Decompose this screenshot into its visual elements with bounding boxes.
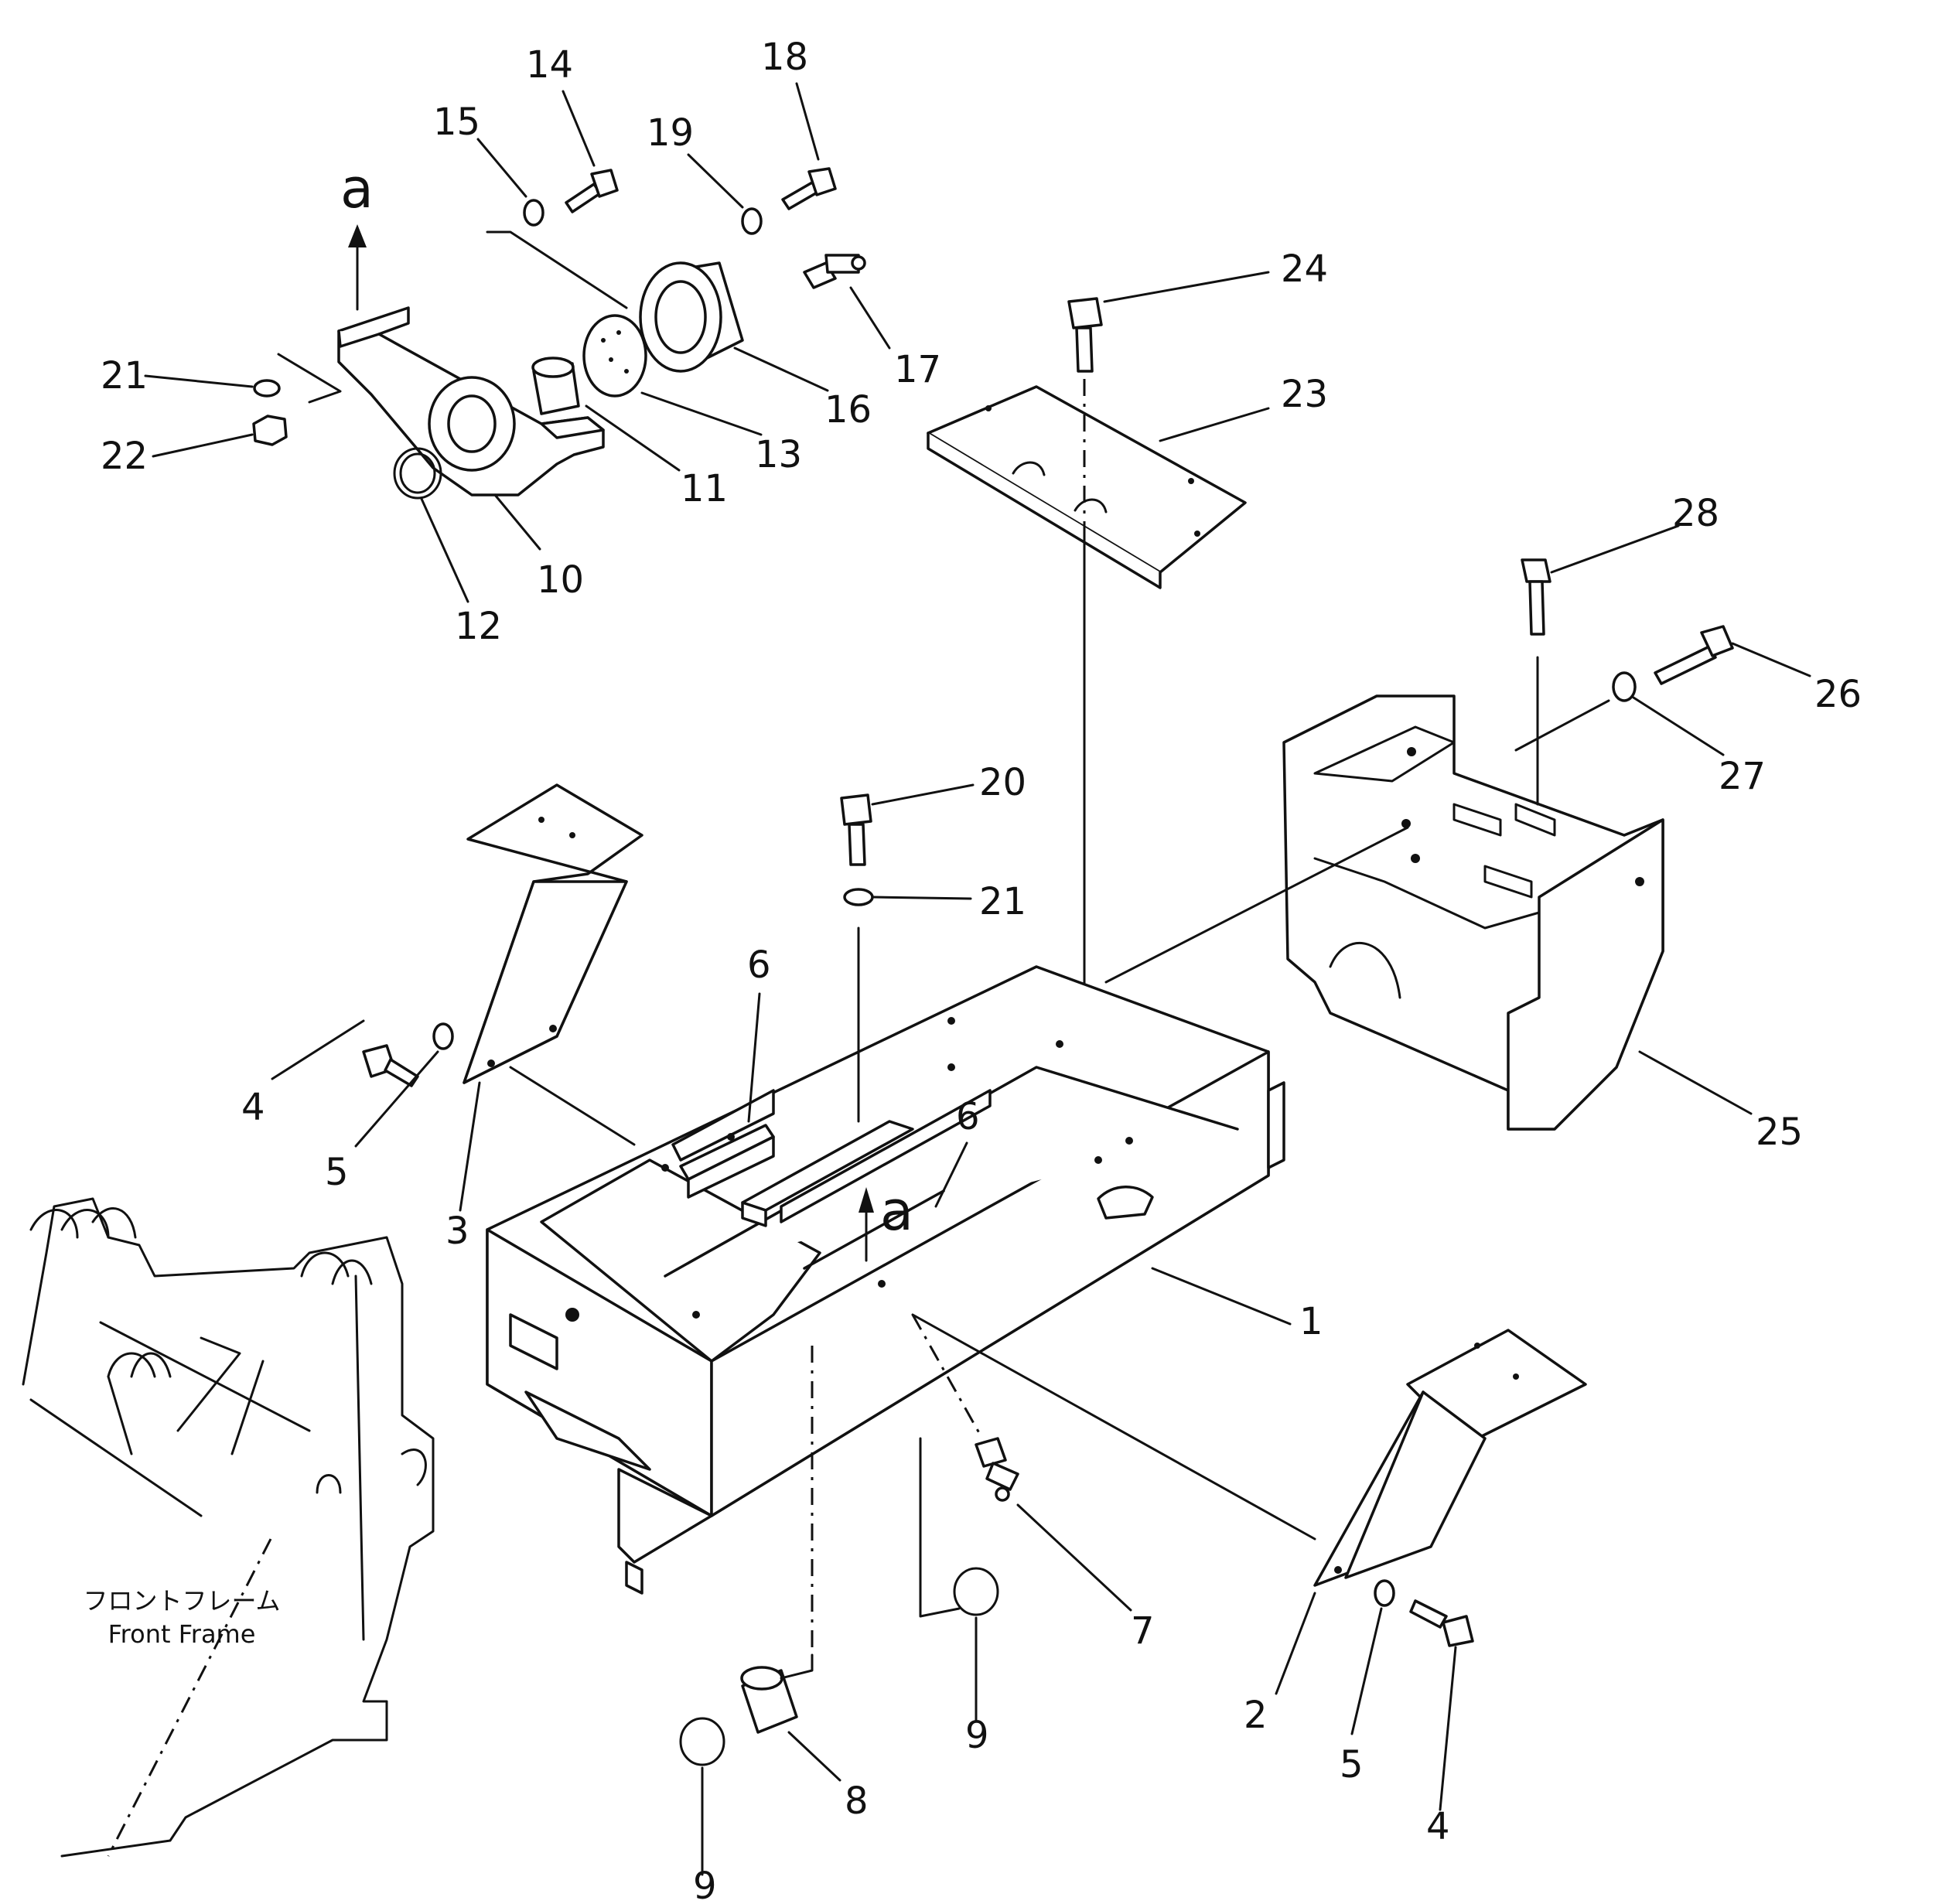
assembly-line-9 (919, 1437, 961, 1618)
part-7-grease-fitting (975, 1437, 1019, 1502)
callout-16: 16 (824, 388, 872, 432)
assembly-line-15 (486, 230, 628, 309)
part-4-bolt-left (362, 1044, 419, 1087)
callout-3: 3 (445, 1210, 469, 1253)
callout-27: 27 (1719, 755, 1766, 798)
part-27-washer (1612, 671, 1637, 702)
front-frame-label-en: Front Frame (108, 1619, 256, 1649)
callout-13: 13 (755, 433, 802, 476)
callout-28: 28 (1672, 492, 1719, 535)
part-19-washer (741, 207, 763, 235)
assembly-line-21 (277, 353, 342, 404)
part-1-rear-frame (486, 965, 1285, 1595)
part-18-bolt (781, 167, 837, 210)
part-15-washer (523, 199, 544, 227)
callout-22: 22 (101, 435, 148, 478)
front-frame (22, 1197, 435, 1858)
assembly-line-26 (1514, 699, 1610, 752)
callout-9-left: 9 (693, 1865, 717, 1904)
callout-5-left: 5 (325, 1151, 349, 1194)
part-11-bushing (531, 357, 580, 415)
view-ref-a-top: a (340, 157, 374, 220)
part-4-bolt-right (1409, 1599, 1474, 1647)
callout-6-upper: 6 (747, 943, 771, 987)
callout-21-top: 21 (101, 354, 148, 398)
part-10-bracket (337, 306, 605, 496)
front-frame-label-jp: フロントフレーム (83, 1586, 280, 1616)
part-21-washer-center (843, 888, 874, 906)
part-24-bolt (1067, 297, 1103, 373)
callout-4-left: 4 (241, 1086, 265, 1129)
part-6-bar-upper (679, 1124, 775, 1199)
part-26-bolt (1654, 625, 1734, 685)
callout-23: 23 (1281, 373, 1328, 416)
assembly-line-3 (509, 1066, 636, 1146)
assembly-line-25 (1104, 826, 1409, 984)
callout-12: 12 (455, 605, 502, 648)
part-14-bolt (565, 169, 619, 213)
part-8-bushing (740, 1666, 798, 1734)
callout-5-right: 5 (1340, 1743, 1364, 1786)
callout-15: 15 (433, 101, 480, 144)
ref-arrowhead-center (859, 1187, 874, 1213)
view-ref-a-center: a (880, 1179, 913, 1243)
callout-10: 10 (537, 558, 584, 602)
callout-24: 24 (1281, 247, 1328, 291)
callout-11: 11 (681, 467, 728, 510)
part-3-plate (463, 783, 643, 1084)
part-2-plate (1313, 1329, 1587, 1587)
assembly-line-2 (911, 1313, 1316, 1541)
callout-19: 19 (647, 111, 694, 155)
part-13-plate (582, 314, 647, 398)
leader-lines (144, 82, 1811, 1876)
callout-18: 18 (761, 36, 808, 79)
part-20-bolt (840, 793, 872, 866)
callout-6-lower: 6 (956, 1095, 980, 1138)
callout-21-center: 21 (979, 880, 1026, 923)
part-16-cap (639, 261, 744, 373)
part-23-cover-plate (927, 385, 1247, 589)
callout-17: 17 (894, 348, 941, 391)
callout-26: 26 (1814, 673, 1862, 716)
part-21-washer-top (253, 379, 281, 398)
callout-4-right: 4 (1426, 1805, 1450, 1848)
callout-25: 25 (1756, 1111, 1803, 1154)
part-12-ring (393, 447, 442, 500)
callout-14: 14 (526, 43, 573, 87)
callout-1: 1 (1299, 1300, 1323, 1343)
ref-arrowhead-top (348, 224, 367, 247)
part-22-nut (252, 415, 288, 446)
part-17-grease-fitting (803, 254, 866, 289)
callout-2: 2 (1244, 1694, 1268, 1737)
callout-8: 8 (845, 1779, 869, 1823)
centerline-7 (911, 1314, 984, 1439)
part-9-ring-left (679, 1717, 725, 1766)
part-5-washer-right (1374, 1579, 1395, 1607)
part-6-bar-lower (741, 1120, 914, 1227)
callout-9-right: 9 (965, 1714, 989, 1757)
callout-20: 20 (979, 761, 1026, 804)
assembly-line-8 (780, 1653, 814, 1680)
part-28-lock-pin (1521, 558, 1551, 636)
part-9-ring-right (953, 1567, 999, 1616)
part-5-washer-left (432, 1022, 454, 1050)
part-25-counterweight (1282, 694, 1664, 1131)
callout-7: 7 (1131, 1609, 1155, 1653)
callout-labels: 1 2 3 4 5 6 6 7 8 9 9 10 11 12 13 14 15 … (101, 36, 1862, 1904)
